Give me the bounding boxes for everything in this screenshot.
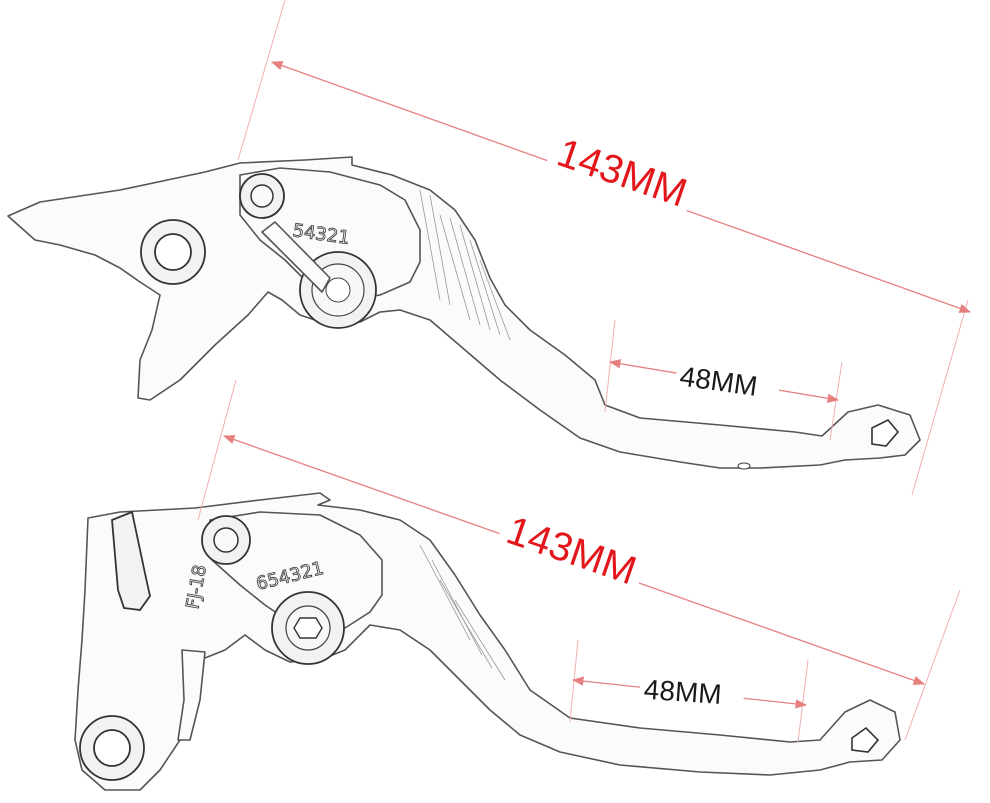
lower-48-label-bg: [638, 668, 746, 714]
upper-143-label-bg: [543, 122, 701, 220]
lower-48-extension-right: [797, 659, 809, 743]
upper-adjuster-knob-center: [325, 277, 351, 303]
lower-lever-body: [74, 492, 901, 791]
upper-48-label-bg: [674, 352, 783, 406]
lower-143-extension-right: [904, 589, 961, 741]
lower-143-label-bg: [493, 501, 651, 599]
lower-adjuster-nut: [293, 617, 323, 639]
upper-pivot-bolt-head: [250, 184, 274, 208]
upper-mount-hole: [154, 233, 192, 271]
upper-lever-body: [7, 156, 921, 469]
upper-143-extension-left: [237, 0, 286, 161]
upper-small-hole: [737, 462, 751, 470]
lower-switch-plunger: [111, 510, 151, 611]
lower-mount-hole: [93, 729, 131, 767]
upper-143-extension-right: [911, 299, 969, 496]
lower-143-label: 143MM: [501, 508, 641, 593]
lower-tip-hole: [851, 726, 880, 753]
lower-pivot-bolt-head: [213, 527, 239, 553]
upper-143-label: 143MM: [552, 131, 692, 216]
upper-lever: 54321: [7, 156, 921, 470]
lower-48-label: 48MM: [643, 674, 723, 710]
lower-143-extension-left: [197, 379, 237, 521]
lower-cable-holder: [177, 649, 206, 741]
lower-lever: FJ-18 654321: [74, 492, 901, 791]
upper-48-extension-left: [604, 319, 616, 413]
